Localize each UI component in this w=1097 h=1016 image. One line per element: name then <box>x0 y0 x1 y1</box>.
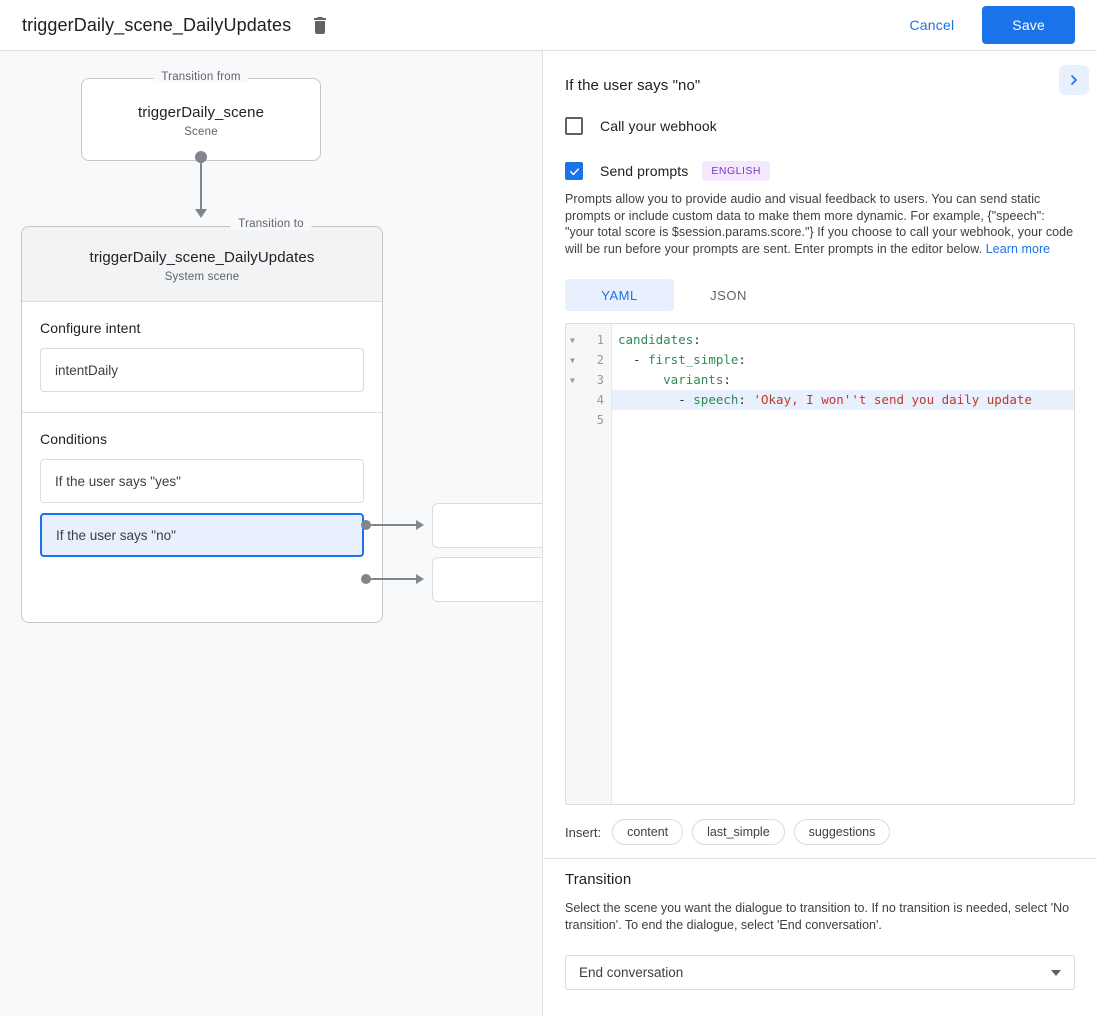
condition-no-out-line <box>371 578 416 580</box>
configure-intent-section: Configure intent intentDaily <box>22 302 382 412</box>
intent-field[interactable]: intentDaily <box>40 348 364 392</box>
insert-label: Insert: <box>565 824 602 840</box>
chevron-down-icon <box>1051 969 1061 976</box>
insert-chip-last-simple[interactable]: last_simple <box>692 819 785 845</box>
expand-panel-button[interactable] <box>1059 65 1089 95</box>
language-badge: ENGLISH <box>702 161 770 181</box>
page-title: triggerDaily_scene_DailyUpdates <box>22 14 292 35</box>
condition-no-out-dot <box>361 574 371 584</box>
conditions-label: Conditions <box>40 431 108 447</box>
transition-from-title: triggerDaily_scene <box>137 104 265 121</box>
top-bar: triggerDaily_scene_DailyUpdates Cancel S… <box>0 0 1097 51</box>
condition-yes-out-line <box>371 524 416 526</box>
target-node-no[interactable] <box>432 557 542 602</box>
transition-to-card[interactable]: triggerDaily_scene_DailyUpdates System s… <box>21 226 383 623</box>
panel-header: If the user says "no" <box>565 51 1089 95</box>
send-prompts-checkbox[interactable] <box>565 162 583 180</box>
transition-from-subtitle: Scene <box>184 126 218 138</box>
trash-icon <box>314 17 327 34</box>
transition-to-title: triggerDaily_scene_DailyUpdates <box>89 249 315 266</box>
editor-code-area[interactable]: candidates: - first_simple: variants: - … <box>612 324 1074 804</box>
configure-intent-label: Configure intent <box>40 320 141 336</box>
code-line-5[interactable] <box>612 410 1074 430</box>
insert-chip-suggestions[interactable]: suggestions <box>793 819 891 845</box>
transition-from-legend: Transition from <box>153 71 249 83</box>
learn-more-link[interactable]: Learn more <box>985 241 1051 256</box>
tab-json[interactable]: JSON <box>710 287 747 303</box>
line-number: 5 <box>596 413 604 427</box>
code-string: 'Okay, I won''t send you daily update <box>753 392 1032 407</box>
prompt-code-editor[interactable]: ▼1 ▼2 ▼3 4 5 candidates: - first_simple:… <box>565 323 1075 805</box>
line-number: 4 <box>596 393 604 407</box>
condition-no-out-arrow <box>416 574 424 584</box>
chevron-right-icon <box>1071 75 1077 85</box>
transition-to-header: triggerDaily_scene_DailyUpdates System s… <box>22 227 382 302</box>
transition-title: Transition <box>565 871 632 888</box>
code-line-2[interactable]: - first_simple: <box>612 350 1074 370</box>
prompts-description-text: Prompts allow you to provide audio and v… <box>565 192 1074 256</box>
section-divider <box>543 858 1097 859</box>
gutter-line-5[interactable]: 5 <box>566 410 611 430</box>
code-key: first_simple <box>648 352 739 367</box>
insert-chip-content[interactable]: content <box>612 819 684 845</box>
condition-yes-out-arrow <box>416 520 424 530</box>
delete-button[interactable] <box>307 12 333 38</box>
transition-from-card[interactable]: Transition from triggerDaily_scene Scene <box>81 71 321 161</box>
target-node-yes[interactable] <box>432 503 542 548</box>
line-number: 3 <box>596 373 604 387</box>
code-colon: : <box>723 372 731 387</box>
condition-yes-out-dot <box>361 520 371 530</box>
topbar-actions: Cancel Save <box>894 6 1075 44</box>
transition-select-value: End conversation <box>579 965 684 980</box>
gutter-line-4[interactable]: 4 <box>566 390 611 410</box>
gutter-line-2[interactable]: ▼2 <box>566 350 611 370</box>
send-prompts-label: Send prompts <box>600 163 689 179</box>
editor-format-tabs: YAML JSON <box>565 279 1075 311</box>
insert-chips-row: Insert: content last_simple suggestions <box>565 819 1075 845</box>
transition-to-legend: Transition to <box>230 218 312 230</box>
save-button[interactable]: Save <box>982 6 1075 44</box>
code-line-3[interactable]: variants: <box>612 370 1074 390</box>
editor-gutter: ▼1 ▼2 ▼3 4 5 <box>566 324 612 804</box>
webhook-label: Call your webhook <box>600 118 717 134</box>
code-key: speech <box>693 392 739 407</box>
code-key: variants <box>663 372 724 387</box>
fold-arrow-icon[interactable]: ▼ <box>570 355 575 365</box>
checkmark-icon <box>569 167 579 175</box>
tab-yaml[interactable]: YAML <box>565 279 674 311</box>
gutter-line-1[interactable]: ▼1 <box>566 330 611 350</box>
line-number: 1 <box>596 333 604 347</box>
code-colon: : <box>738 352 746 367</box>
send-prompts-checkbox-row[interactable]: Send prompts ENGLISH <box>565 161 1075 181</box>
panel-title: If the user says "no" <box>565 77 701 94</box>
transition-section: Transition Select the scene you want the… <box>543 845 1097 990</box>
condition-row-no[interactable]: If the user says "no" <box>40 513 364 557</box>
transition-select[interactable]: End conversation <box>565 955 1075 990</box>
code-key: candidates <box>618 332 694 347</box>
gutter-line-3[interactable]: ▼3 <box>566 370 611 390</box>
condition-row-yes[interactable]: If the user says "yes" <box>40 459 364 503</box>
webhook-checkbox[interactable] <box>565 117 583 135</box>
detail-panel: If the user says "no" Call your webhook <box>543 51 1097 1016</box>
code-colon: : <box>693 332 701 347</box>
code-indent: - <box>618 392 694 407</box>
connector-line <box>200 157 202 213</box>
line-number: 2 <box>596 353 604 367</box>
scene-graph-canvas[interactable]: Transition from triggerDaily_scene Scene… <box>0 51 543 1016</box>
connector-arrowhead <box>195 209 207 218</box>
webhook-checkbox-row[interactable]: Call your webhook <box>565 117 1075 135</box>
conditions-section: Conditions If the user says "yes" If the… <box>22 412 382 577</box>
cancel-button[interactable]: Cancel <box>894 8 971 42</box>
prompts-description: Prompts allow you to provide audio and v… <box>565 191 1075 257</box>
transition-to-subtitle: System scene <box>164 271 240 283</box>
transition-description: Select the scene you want the dialogue t… <box>565 901 1070 932</box>
code-indent: - <box>618 352 649 367</box>
fold-arrow-icon[interactable]: ▼ <box>570 335 575 345</box>
code-colon: : <box>738 392 754 407</box>
code-indent <box>618 372 663 387</box>
fold-arrow-icon[interactable]: ▼ <box>570 375 575 385</box>
code-line-4[interactable]: - speech: 'Okay, I won''t send you daily… <box>612 390 1074 410</box>
code-line-1[interactable]: candidates: <box>612 330 1074 350</box>
